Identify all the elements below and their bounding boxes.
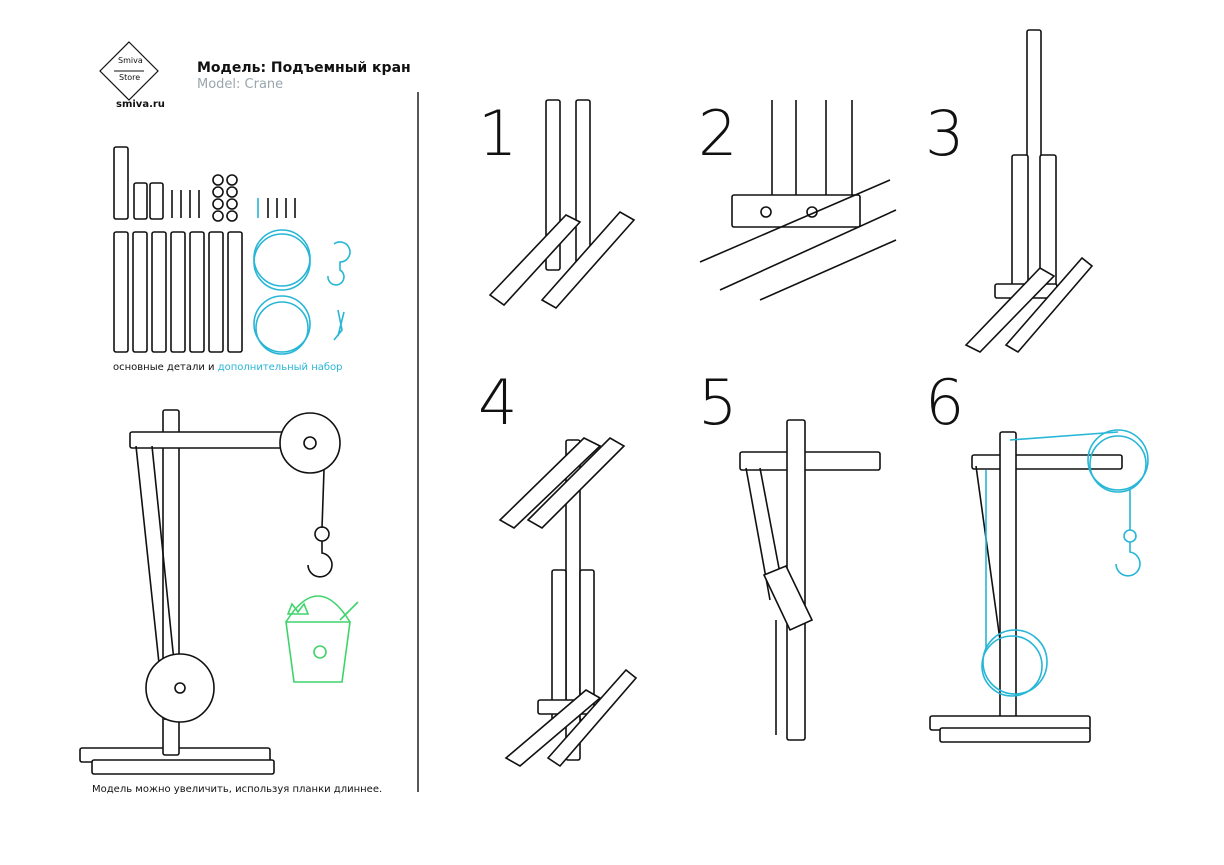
step-2-drawing <box>700 100 896 300</box>
step-6-drawing <box>930 430 1148 742</box>
step-1-drawing <box>490 100 634 308</box>
step-5-drawing <box>740 420 880 740</box>
step-4-drawing <box>500 438 636 766</box>
step-3-drawing <box>966 30 1092 352</box>
